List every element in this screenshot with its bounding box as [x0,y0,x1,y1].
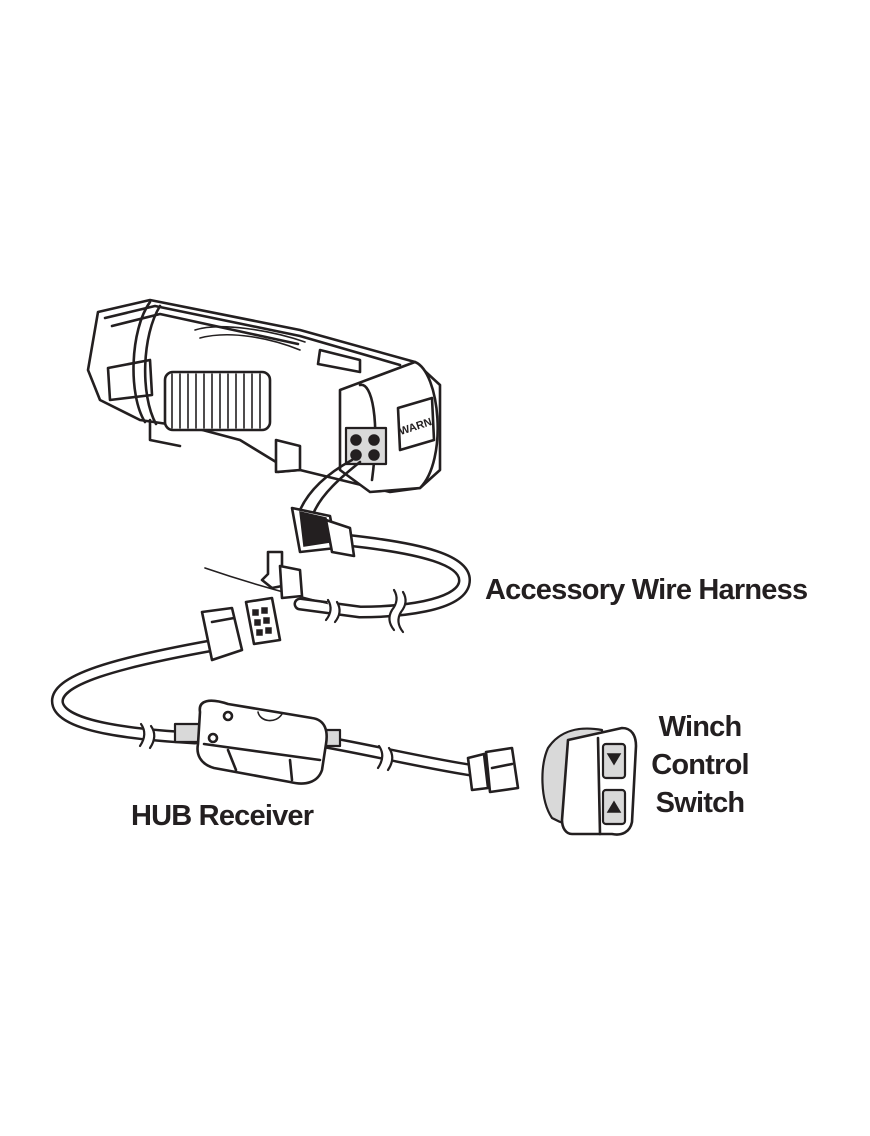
harness-connector-winch [290,506,356,558]
switch-plug [466,746,520,794]
label-accessory-wire-harness: Accessory Wire Harness [485,574,808,606]
cable-harness-upper [293,533,471,619]
winch: WARN [86,298,442,514]
label-winch-control-switch-line-1: Winch [658,711,743,743]
label-winch-control-switch: Winch Control Switch [640,708,760,822]
label-hub-receiver: HUB Receiver [131,800,314,832]
antenna-wire [204,567,331,605]
harness-connector-receiver [200,596,282,662]
hub-receiver [173,699,342,785]
cable-receiver-to-switch [318,735,477,777]
label-winch-control-switch-line-3: Switch [655,787,745,819]
label-winch-control-switch-line-2: Control [651,749,749,781]
cable-break-marks [138,587,407,775]
winch-control-switch [541,726,638,836]
harness-mount-clip [260,550,304,600]
cable-harness-lower [50,638,222,745]
